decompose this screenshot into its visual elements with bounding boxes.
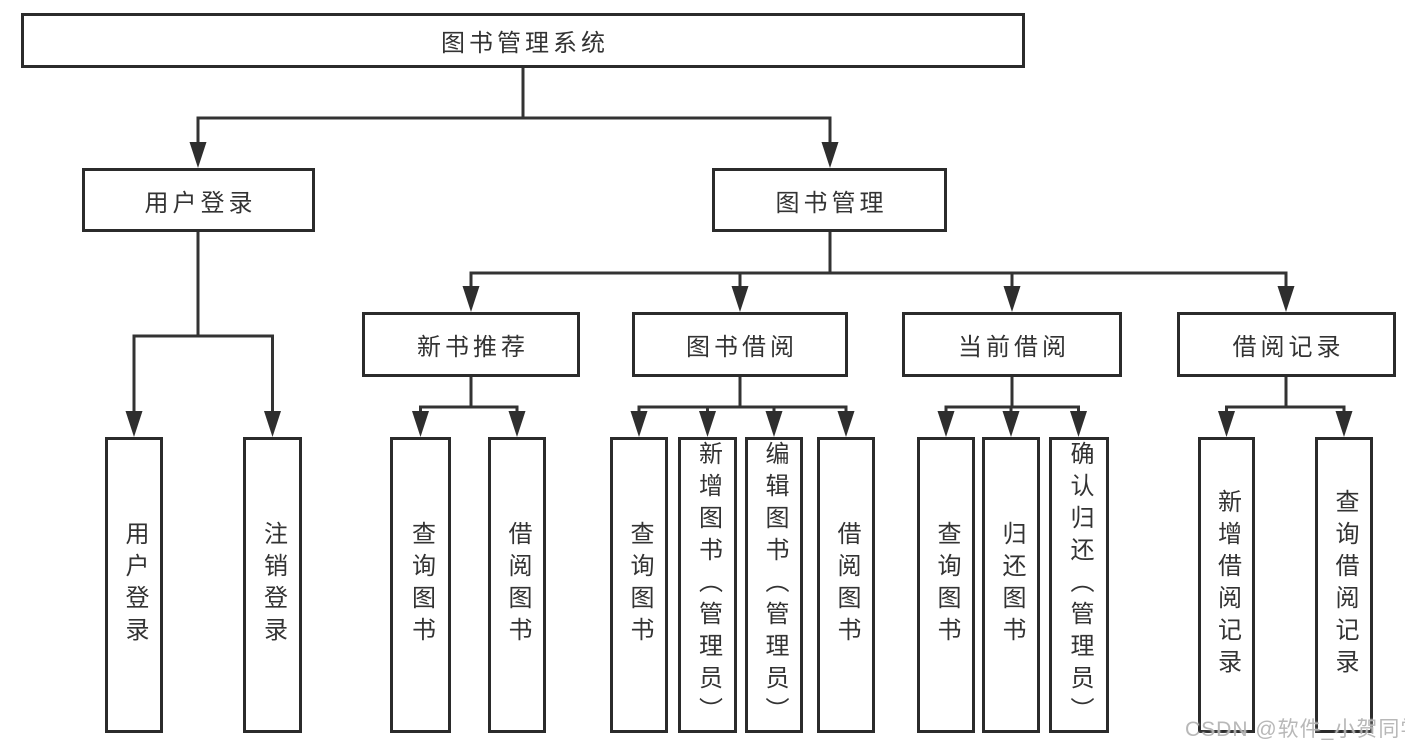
leaf-current-query: 查询图书 (917, 437, 975, 733)
leaf-borrow-edit-admin: 编辑图书（管理员） (745, 437, 803, 733)
node-book-borrow: 图书借阅 (632, 312, 848, 377)
leaf-newbooks-query: 查询图书 (390, 437, 451, 733)
csdn-watermark: CSDN @软件_小贺同学 (1185, 718, 1405, 741)
node-new-book-recommend: 新书推荐 (362, 312, 580, 377)
leaf-current-return: 归还图书 (982, 437, 1040, 733)
node-borrow-records: 借阅记录 (1177, 312, 1396, 377)
leaf-current-confirm-admin: 确认归还（管理员） (1049, 437, 1109, 733)
leaf-records-query: 查询借阅记录 (1315, 437, 1373, 733)
leaf-records-add: 新增借阅记录 (1198, 437, 1255, 733)
leaf-borrow-borrow: 借阅图书 (817, 437, 875, 733)
arrowheads (125, 142, 1353, 437)
leaf-borrow-add-admin: 新增图书（管理员） (678, 437, 737, 733)
leaf-borrow-query: 查询图书 (610, 437, 668, 733)
node-book-management: 图书管理 (712, 168, 947, 232)
leaf-newbooks-borrow: 借阅图书 (488, 437, 546, 733)
leaf-user-login: 用户登录 (105, 437, 163, 733)
node-root-system: 图书管理系统 (21, 13, 1025, 68)
node-current-borrow: 当前借阅 (902, 312, 1122, 377)
leaf-logout: 注销登录 (243, 437, 302, 733)
node-user-login: 用户登录 (82, 168, 315, 232)
